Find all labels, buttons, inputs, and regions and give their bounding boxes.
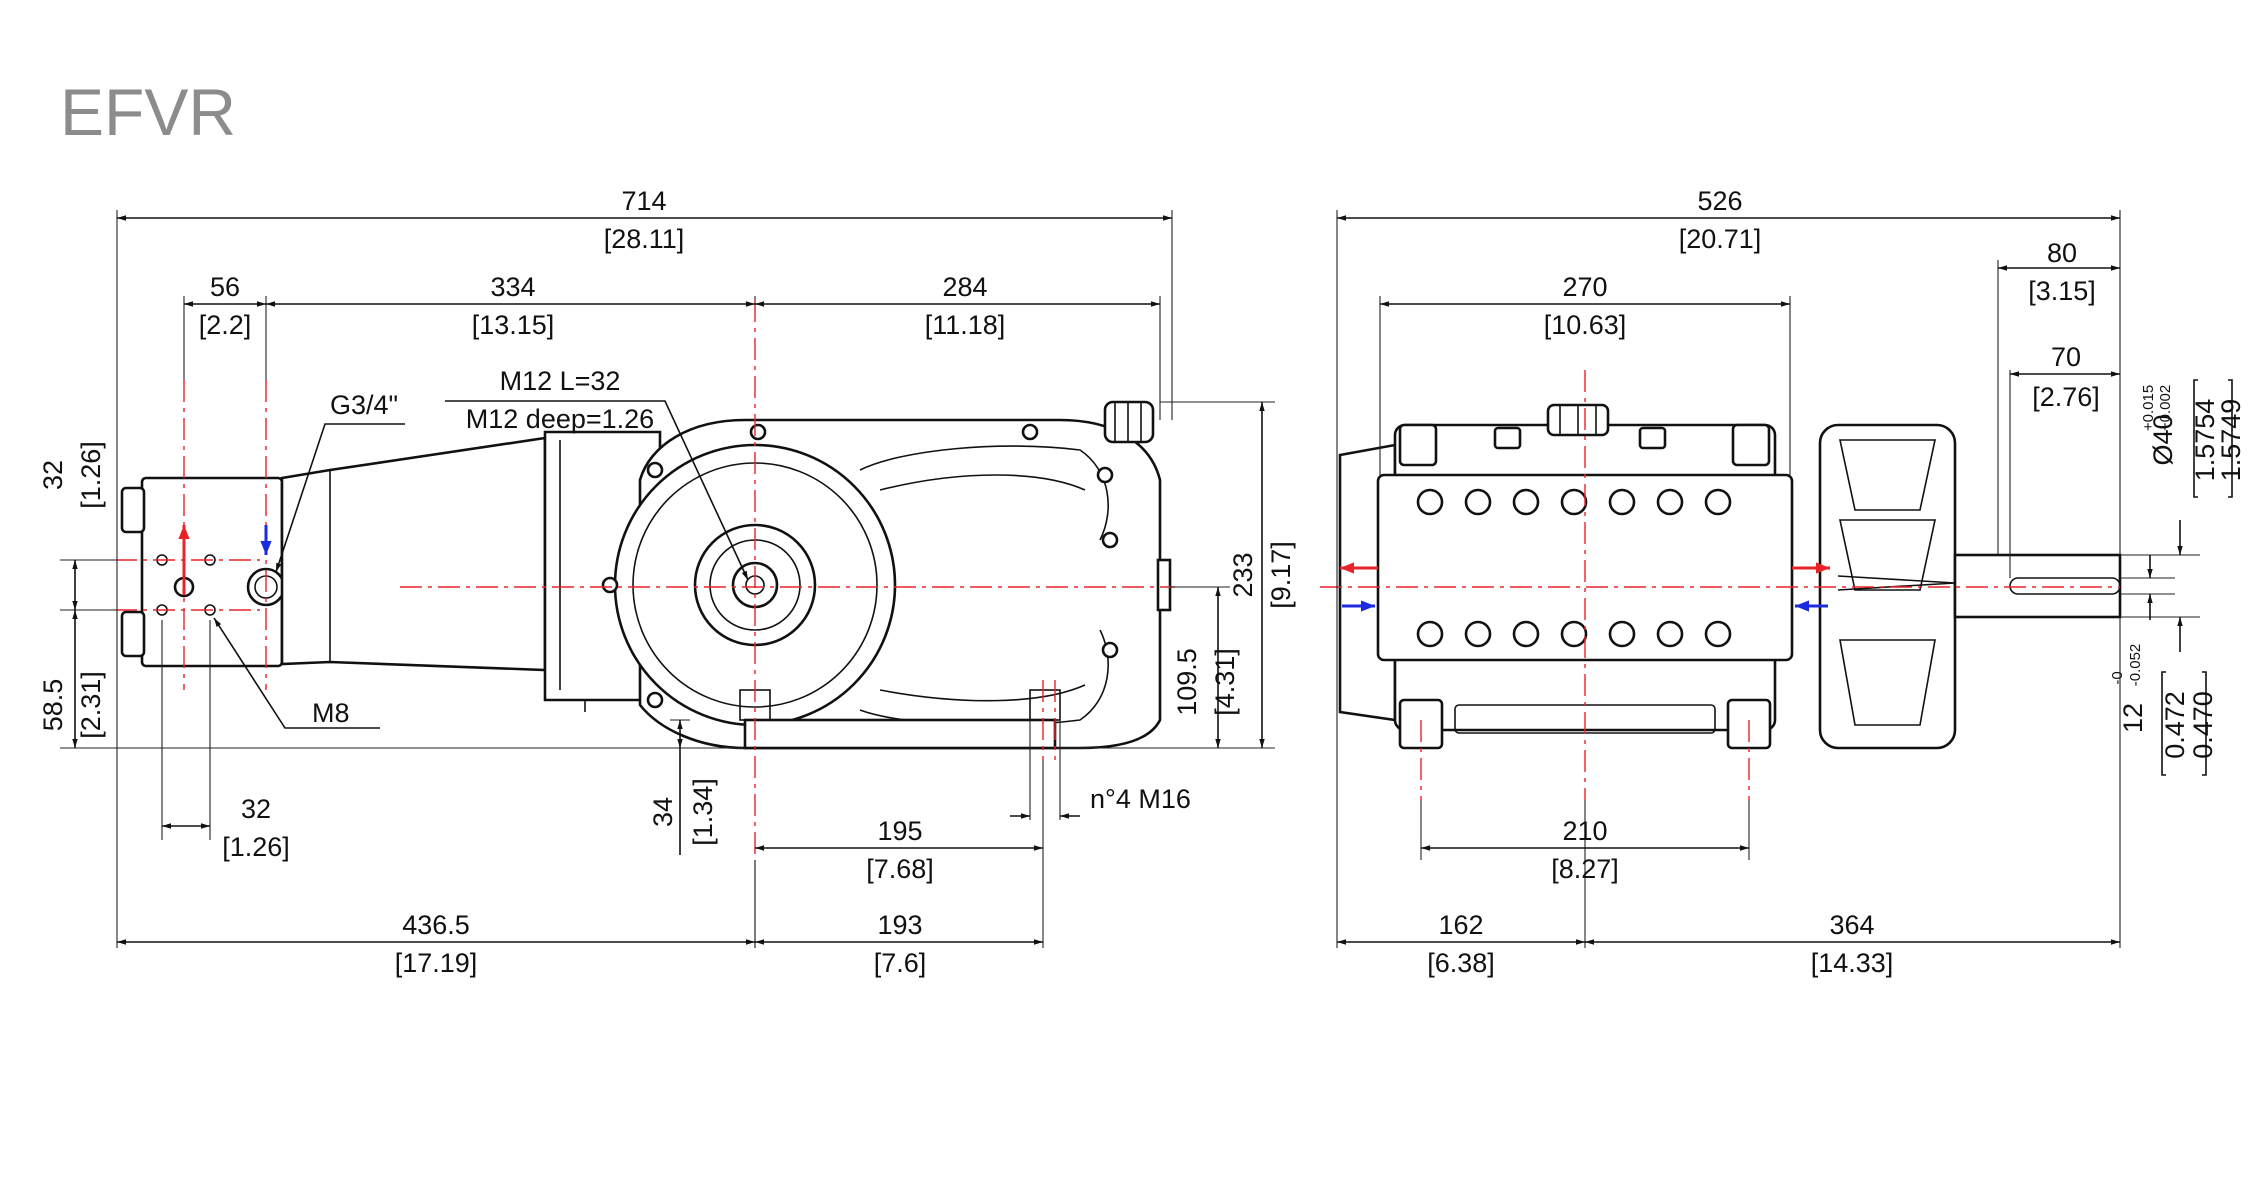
dim-34-mm: 34 xyxy=(648,797,678,827)
dim-364-in: [14.33] xyxy=(1811,948,1894,978)
mounting-note: n°4 M16 xyxy=(1090,784,1191,814)
dim-334-mm: 334 xyxy=(490,272,535,302)
thread-note-2: M12 deep=1.26 xyxy=(466,404,654,434)
front-view-dimensions: 526 [20.71] 270 [10.63] 80 [3.15] 70 [2.… xyxy=(1336,186,2246,978)
dim-270-in: [10.63] xyxy=(1544,310,1627,340)
mounting-foot xyxy=(743,718,1057,750)
key-tol-upper: -0 xyxy=(2109,671,2126,684)
side-view-dimensions: 714 [28.11] 56 [2.2] 334 [13.15] 284 [11… xyxy=(38,186,1296,978)
dim-526-in: [20.71] xyxy=(1679,224,1762,254)
foot-slot-rear xyxy=(1029,689,1061,721)
dim-80-mm: 80 xyxy=(2047,238,2077,268)
dim-233-in: [9.17] xyxy=(1266,541,1296,609)
dim-32-v-in: [1.26] xyxy=(76,441,106,509)
dim-364-mm: 364 xyxy=(1829,910,1874,940)
tapered-housing xyxy=(280,436,547,672)
dim-714-mm: 714 xyxy=(621,186,666,216)
dim-193-mm: 193 xyxy=(877,910,922,940)
dim-34-in: [1.34] xyxy=(688,778,718,846)
shaft-in-1: 1.5754 xyxy=(2190,399,2220,482)
rear-boss xyxy=(1156,558,1172,612)
shaft-in-2: 1.5749 xyxy=(2216,399,2246,482)
dim-162-in: [6.38] xyxy=(1427,948,1495,978)
front-bolts-upper xyxy=(1416,488,1732,516)
dim-436-5-in: [17.19] xyxy=(395,948,478,978)
key-tol-lower: -0.052 xyxy=(2127,644,2144,687)
dim-714-in: [28.11] xyxy=(604,224,685,254)
shaft-tol-lower: +0.002 xyxy=(2157,385,2174,431)
m8-label: M8 xyxy=(312,698,350,728)
dim-195-mm: 195 xyxy=(877,816,922,846)
front-view-pump xyxy=(1338,403,2122,750)
dim-284-in: [11.18] xyxy=(925,310,1006,340)
dim-109-5-mm: 109.5 xyxy=(1172,648,1202,716)
key-in-1: 0.472 xyxy=(2160,691,2190,759)
dim-70-in: [2.76] xyxy=(2032,382,2100,412)
front-view-centerlines xyxy=(1320,370,2120,800)
dim-32-h-mm: 32 xyxy=(241,794,271,824)
manifold-stud-top xyxy=(120,486,146,534)
drawing-title: EFVR xyxy=(60,75,236,149)
drive-shaft xyxy=(1953,553,2122,619)
dim-70-mm: 70 xyxy=(2051,342,2081,372)
dim-58-5-in: [2.31] xyxy=(76,671,106,739)
key-in-2: 0.470 xyxy=(2188,691,2218,759)
dim-210-in: [8.27] xyxy=(1551,854,1619,884)
port-label: G3/4" xyxy=(330,390,398,420)
shaft-diameter: Ø40 xyxy=(2148,414,2178,465)
dim-162-mm: 162 xyxy=(1438,910,1483,940)
dim-195-in: [7.68] xyxy=(866,854,934,884)
dim-334-in: [13.15] xyxy=(472,310,555,340)
dim-526-mm: 526 xyxy=(1697,186,1742,216)
dim-109-5-in: [4.31] xyxy=(1210,648,1240,716)
dim-270-mm: 270 xyxy=(1562,272,1607,302)
dim-58-5-mm: 58.5 xyxy=(38,679,68,732)
key-width: 12 xyxy=(2118,703,2148,733)
dim-233-mm: 233 xyxy=(1228,552,1258,597)
thread-note-1: M12 L=32 xyxy=(500,366,621,396)
gearbox-rib-upper xyxy=(859,445,1109,541)
dim-436-5-mm: 436.5 xyxy=(402,910,470,940)
manifold-stud-bottom xyxy=(120,610,146,658)
side-view-pump xyxy=(120,400,1172,750)
front-bolts-lower xyxy=(1416,620,1732,648)
dim-210-mm: 210 xyxy=(1562,816,1607,846)
dim-32-h-in: [1.26] xyxy=(222,832,290,862)
shaft-tol-upper: +0.015 xyxy=(2140,385,2157,431)
dim-32-v-mm: 32 xyxy=(38,460,68,490)
dim-284-mm: 284 xyxy=(942,272,987,302)
dim-56-in: [2.2] xyxy=(199,310,252,340)
dim-80-in: [3.15] xyxy=(2028,276,2096,306)
oil-cap xyxy=(1103,400,1155,444)
dim-56-mm: 56 xyxy=(210,272,240,302)
dim-193-in: [7.6] xyxy=(874,948,927,978)
